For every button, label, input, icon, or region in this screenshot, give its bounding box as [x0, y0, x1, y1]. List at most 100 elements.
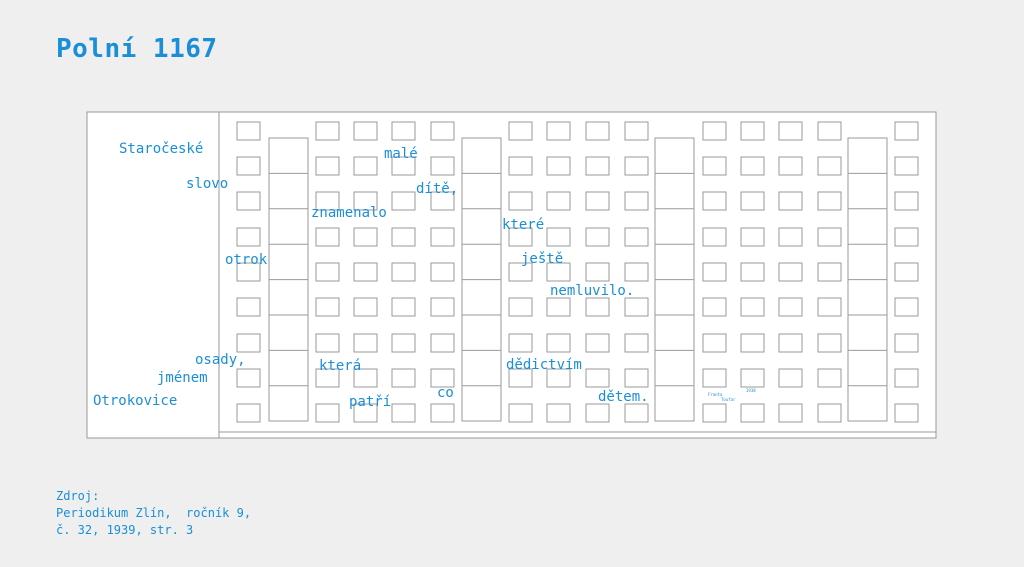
- word-znamenalo: znamenalo: [311, 205, 387, 221]
- window: [894, 227, 919, 247]
- window: [391, 368, 416, 388]
- window: [817, 403, 842, 423]
- source-line-2: č. 32, 1939, str. 3: [56, 523, 194, 537]
- window: [546, 333, 571, 353]
- window: [391, 156, 416, 176]
- signature-name: Franta: [708, 392, 723, 397]
- window: [353, 191, 378, 211]
- window: [894, 297, 919, 317]
- window: [702, 191, 727, 211]
- window: [778, 121, 803, 141]
- window: [236, 191, 261, 211]
- window: [778, 368, 803, 388]
- source-line-1: Periodikum Zlín, ročník 9,: [56, 506, 252, 520]
- window: [508, 333, 533, 353]
- window: [778, 191, 803, 211]
- window: [236, 262, 261, 282]
- window: [391, 403, 416, 423]
- window: [236, 297, 261, 317]
- window: [624, 121, 649, 141]
- window: [353, 333, 378, 353]
- window: [391, 297, 416, 317]
- window: [740, 191, 765, 211]
- window: [236, 227, 261, 247]
- window: [585, 333, 610, 353]
- page-title: Polní 1167: [56, 34, 218, 64]
- word-patri: patří: [349, 394, 392, 410]
- facade-panel: [86, 111, 937, 439]
- window: [353, 297, 378, 317]
- word-ktera: která: [319, 358, 362, 374]
- window: [430, 297, 455, 317]
- window: [740, 121, 765, 141]
- window: [778, 156, 803, 176]
- window: [508, 403, 533, 423]
- window: [702, 368, 727, 388]
- window: [585, 191, 610, 211]
- signature-year: 1938: [746, 388, 756, 393]
- window: [508, 121, 533, 141]
- window: [353, 262, 378, 282]
- window: [740, 227, 765, 247]
- window: [894, 191, 919, 211]
- window: [702, 121, 727, 141]
- window: [236, 333, 261, 353]
- window: [546, 403, 571, 423]
- window: [546, 262, 571, 282]
- window: [391, 121, 416, 141]
- window: [624, 227, 649, 247]
- window: [702, 156, 727, 176]
- window: [817, 297, 842, 317]
- window: [778, 262, 803, 282]
- window: [353, 227, 378, 247]
- window: [430, 403, 455, 423]
- word-co: co: [437, 385, 454, 401]
- window: [315, 121, 340, 141]
- window: [894, 333, 919, 353]
- window: [894, 156, 919, 176]
- window: [624, 191, 649, 211]
- window: [894, 403, 919, 423]
- window: [391, 191, 416, 211]
- window: [546, 191, 571, 211]
- word-nemluvilo: nemluvilo.: [550, 283, 635, 299]
- window: [585, 403, 610, 423]
- window: [702, 227, 727, 247]
- window: [353, 403, 378, 423]
- word-male: malé: [384, 146, 418, 162]
- window: [585, 297, 610, 317]
- word-slovo: slovo: [186, 176, 229, 192]
- window: [585, 121, 610, 141]
- window: [624, 333, 649, 353]
- window: [391, 333, 416, 353]
- window: [315, 368, 340, 388]
- window: [817, 121, 842, 141]
- window: [702, 333, 727, 353]
- window: [778, 333, 803, 353]
- window: [315, 297, 340, 317]
- window: [430, 191, 455, 211]
- window: [740, 262, 765, 282]
- word-staroceske: Staročeské: [119, 141, 204, 157]
- window: [585, 156, 610, 176]
- window: [430, 368, 455, 388]
- window: [391, 227, 416, 247]
- window: [508, 297, 533, 317]
- window: [817, 262, 842, 282]
- window: [624, 403, 649, 423]
- window: [817, 191, 842, 211]
- window: [236, 121, 261, 141]
- window-grid: [236, 121, 919, 423]
- signature-surname: Toufar: [721, 397, 736, 402]
- source-label: Zdroj:: [56, 489, 100, 503]
- window: [353, 121, 378, 141]
- window: [624, 297, 649, 317]
- window: [315, 403, 340, 423]
- window: [702, 262, 727, 282]
- window: [702, 297, 727, 317]
- window: [546, 227, 571, 247]
- window: [353, 156, 378, 176]
- window: [740, 368, 765, 388]
- word-otrokovice: Otrokovice: [93, 393, 178, 409]
